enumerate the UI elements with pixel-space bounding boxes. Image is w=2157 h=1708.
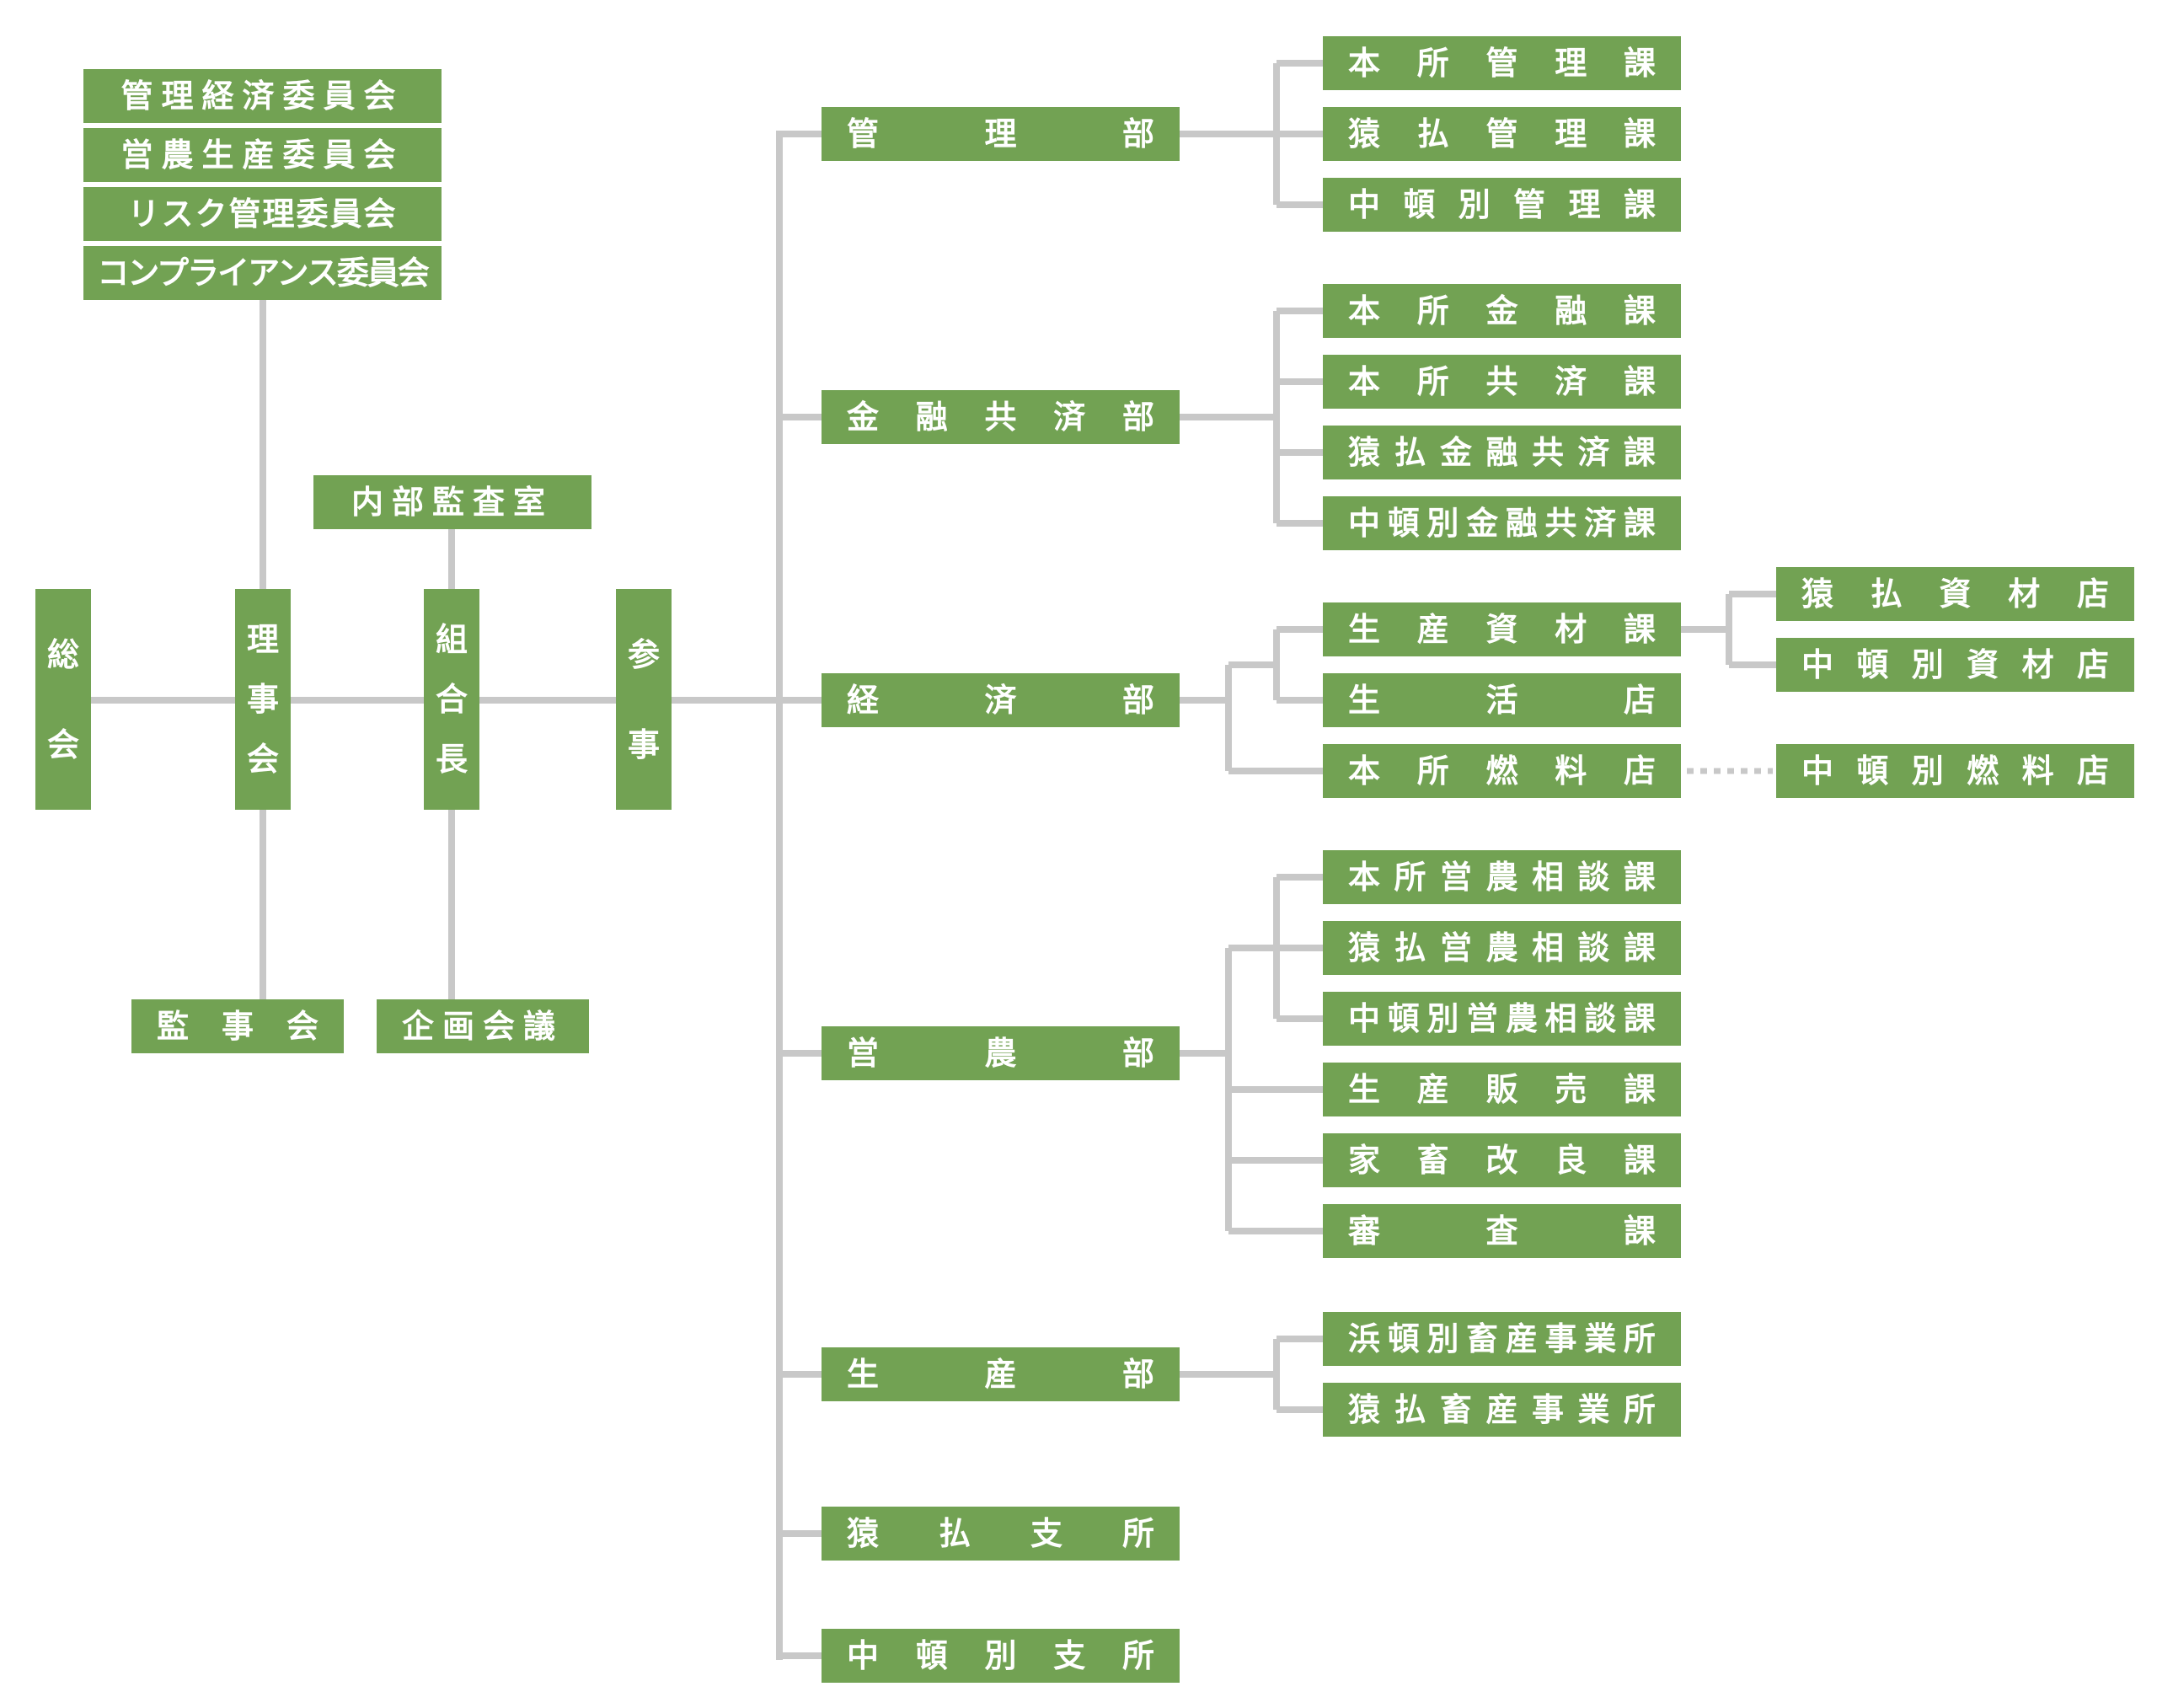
box-rijikai: 理事会 — [235, 589, 291, 810]
box-compliance-committee: コンプライアンス委員会 — [83, 246, 442, 300]
box-kanri-keizai-committee: 管理経済委員会 — [83, 69, 442, 123]
box-honsho-kanri: 本所管理課 — [1323, 36, 1681, 90]
box-naka-nenryo-ten: 中頓別燃料店 — [1776, 744, 2134, 798]
box-kachiku-kairyo: 家畜改良課 — [1323, 1133, 1681, 1187]
box-kanjikai: 監事会 — [131, 999, 344, 1053]
box-kikaku-kaigi: 企画会議 — [377, 999, 589, 1053]
box-naibu-kansa: 内部監査室 — [313, 475, 591, 529]
box-sanji: 参事 — [616, 589, 672, 810]
box-saru-einou-soudan: 猿払営農相談課 — [1323, 921, 1681, 975]
box-honsho-einou-soudan: 本所営農相談課 — [1323, 850, 1681, 904]
box-risk-committee: リスク管理委員会 — [83, 187, 442, 241]
box-naka-kinyu-kyosai: 中頓別金融共済課 — [1323, 496, 1681, 550]
box-kinyu-kyosai-bu: 金融共済部 — [822, 390, 1180, 444]
box-seisan-shizai: 生産資材課 — [1323, 602, 1681, 656]
box-honsho-nenryo: 本所燃料店 — [1323, 744, 1681, 798]
box-seisan-hanbai: 生産販売課 — [1323, 1063, 1681, 1116]
box-seikatsu: 生活店 — [1323, 673, 1681, 727]
box-honsho-kinyu: 本所金融課 — [1323, 284, 1681, 338]
box-kanri-bu: 管理部 — [822, 107, 1180, 161]
box-naka-einou-soudan: 中頓別営農相談課 — [1323, 992, 1681, 1046]
box-saru-kanri: 猿払管理課 — [1323, 107, 1681, 161]
box-saruharai-shisho: 猿払支所 — [822, 1507, 1180, 1561]
box-saru-kinyu-kyosai: 猿払金融共済課 — [1323, 426, 1681, 479]
box-keizai-bu: 経済部 — [822, 673, 1180, 727]
box-shinsa: 審査課 — [1323, 1204, 1681, 1258]
box-hama-chikusan: 浜頓別畜産事業所 — [1323, 1312, 1681, 1366]
box-einou-seisan-committee: 営農生産委員会 — [83, 128, 442, 182]
box-saru-chikusan: 猿払畜産事業所 — [1323, 1383, 1681, 1437]
box-saru-shizai-ten: 猿払資材店 — [1776, 567, 2134, 621]
box-soukai: 総会 — [35, 589, 91, 810]
box-honsho-kyosai: 本所共済課 — [1323, 355, 1681, 409]
box-naka-shizai-ten: 中頓別資材店 — [1776, 638, 2134, 692]
box-naka-kanri: 中頓別管理課 — [1323, 178, 1681, 232]
box-einou-bu: 営農部 — [822, 1026, 1180, 1080]
box-kumiaicho: 組合長 — [424, 589, 479, 810]
box-naka-shisho: 中頓別支所 — [822, 1629, 1180, 1683]
box-seisan-bu: 生産部 — [822, 1347, 1180, 1401]
